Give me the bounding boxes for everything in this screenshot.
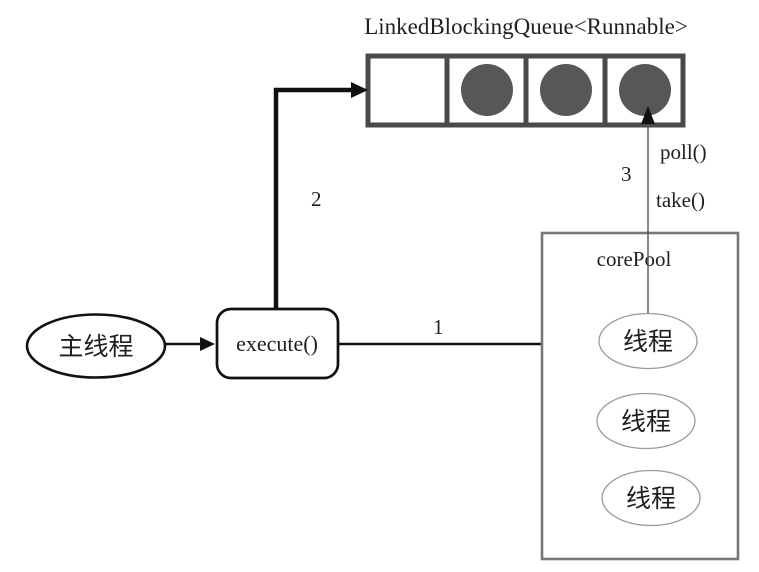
execute-box (215, 307, 340, 380)
take-method-label: take() (656, 188, 705, 212)
blocking-queue (365, 53, 686, 128)
main-thread-node: 主线程 (25, 313, 167, 379)
main-thread-label: 主线程 (58, 333, 133, 361)
arrowhead-right-icon (200, 337, 215, 351)
thread-label: 线程 (621, 408, 671, 436)
poll-method-label: poll() (660, 140, 707, 164)
queue-title: LinkedBlockingQueue<Runnable> (364, 14, 688, 39)
execute-label: execute() (236, 331, 318, 356)
arrow-step2-label: 2 (311, 187, 322, 211)
thread-label: 线程 (626, 485, 676, 513)
queued-task-circle (619, 64, 671, 116)
arrow-step3: 3 poll() take() (621, 106, 707, 313)
arrowhead-up-icon (641, 106, 655, 124)
queued-task-circle (461, 64, 513, 116)
arrow-step2: 2 (273, 82, 368, 311)
thread-ellipse (601, 469, 701, 527)
main-thread-ellipse (25, 313, 167, 379)
thread-ellipse (598, 312, 698, 370)
execute-node: execute() (215, 307, 340, 380)
arrow-step2-line (273, 87, 353, 311)
arrow-main-to-execute (166, 337, 215, 351)
core-pool-label: corePool (597, 247, 672, 271)
arrowhead-right-icon (351, 82, 368, 98)
thread-ellipse (596, 392, 696, 450)
core-pool: corePool 线程 线程 线程 (540, 231, 740, 561)
queued-task-circle (540, 64, 592, 116)
thread-label: 线程 (623, 328, 673, 356)
arrow-step1-label: 1 (433, 315, 444, 339)
arrow-step3-label: 3 (621, 162, 632, 186)
